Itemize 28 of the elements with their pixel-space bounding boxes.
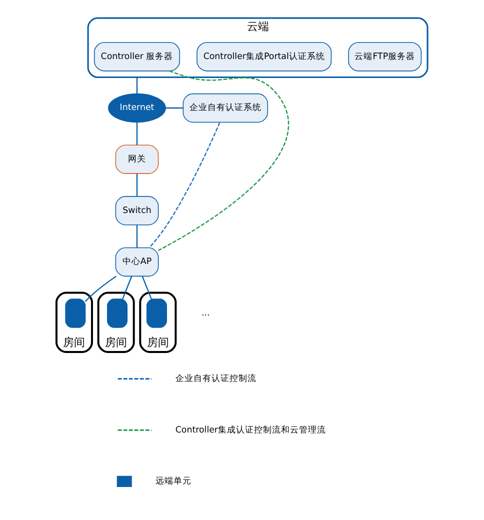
cluster: 房间 <box>55 292 93 353</box>
legend-label: Controller集成认证控制流和云管理流 <box>175 425 326 436</box>
node-box: Controller集成Portal认证系统 <box>196 42 332 72</box>
connector <box>149 122 220 248</box>
node-box: 网关 <box>115 144 159 174</box>
connector <box>136 225 138 248</box>
node-box: Controller 服务器 <box>94 42 180 72</box>
node-ellipse: Internet <box>108 93 166 123</box>
node-box <box>65 298 86 328</box>
node-box <box>107 298 128 328</box>
connector <box>166 107 184 109</box>
node-box: 云端FTP服务器 <box>348 42 422 72</box>
node-box <box>146 298 167 328</box>
label: ... <box>202 308 210 318</box>
connector <box>84 276 117 302</box>
node-box: 企业自有认证系统 <box>182 93 268 123</box>
node-box: Switch <box>115 196 159 226</box>
connector <box>158 70 289 251</box>
connector <box>136 122 138 145</box>
cluster: 房间 <box>139 292 177 353</box>
legend-label: 远端单元 <box>155 476 192 487</box>
connector <box>136 77 138 94</box>
connector <box>122 276 132 300</box>
node-box: 中心AP <box>115 247 159 277</box>
cluster: 房间 <box>97 292 135 353</box>
legend-label: 企业自有认证控制流 <box>175 374 256 384</box>
connector <box>142 276 152 300</box>
connector <box>136 174 138 196</box>
